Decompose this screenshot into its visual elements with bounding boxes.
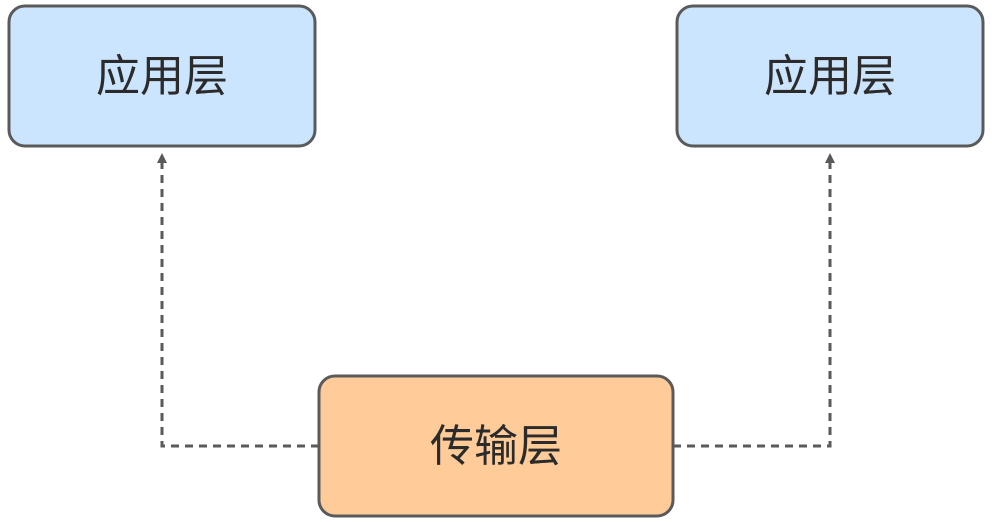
edge-transport-to-right-app	[673, 153, 835, 448]
edge-transport-to-left-app	[157, 153, 319, 448]
left-app-label: 应用层	[96, 51, 228, 102]
node-left-application-layer: 应用层	[7, 4, 317, 148]
transport-label: 传输层	[430, 421, 562, 472]
node-right-application-layer: 应用层	[675, 4, 985, 148]
left-app-box	[7, 4, 317, 148]
right-app-label: 应用层	[764, 51, 896, 102]
node-transport-layer: 传输层	[317, 374, 675, 518]
right-app-box	[675, 4, 985, 148]
